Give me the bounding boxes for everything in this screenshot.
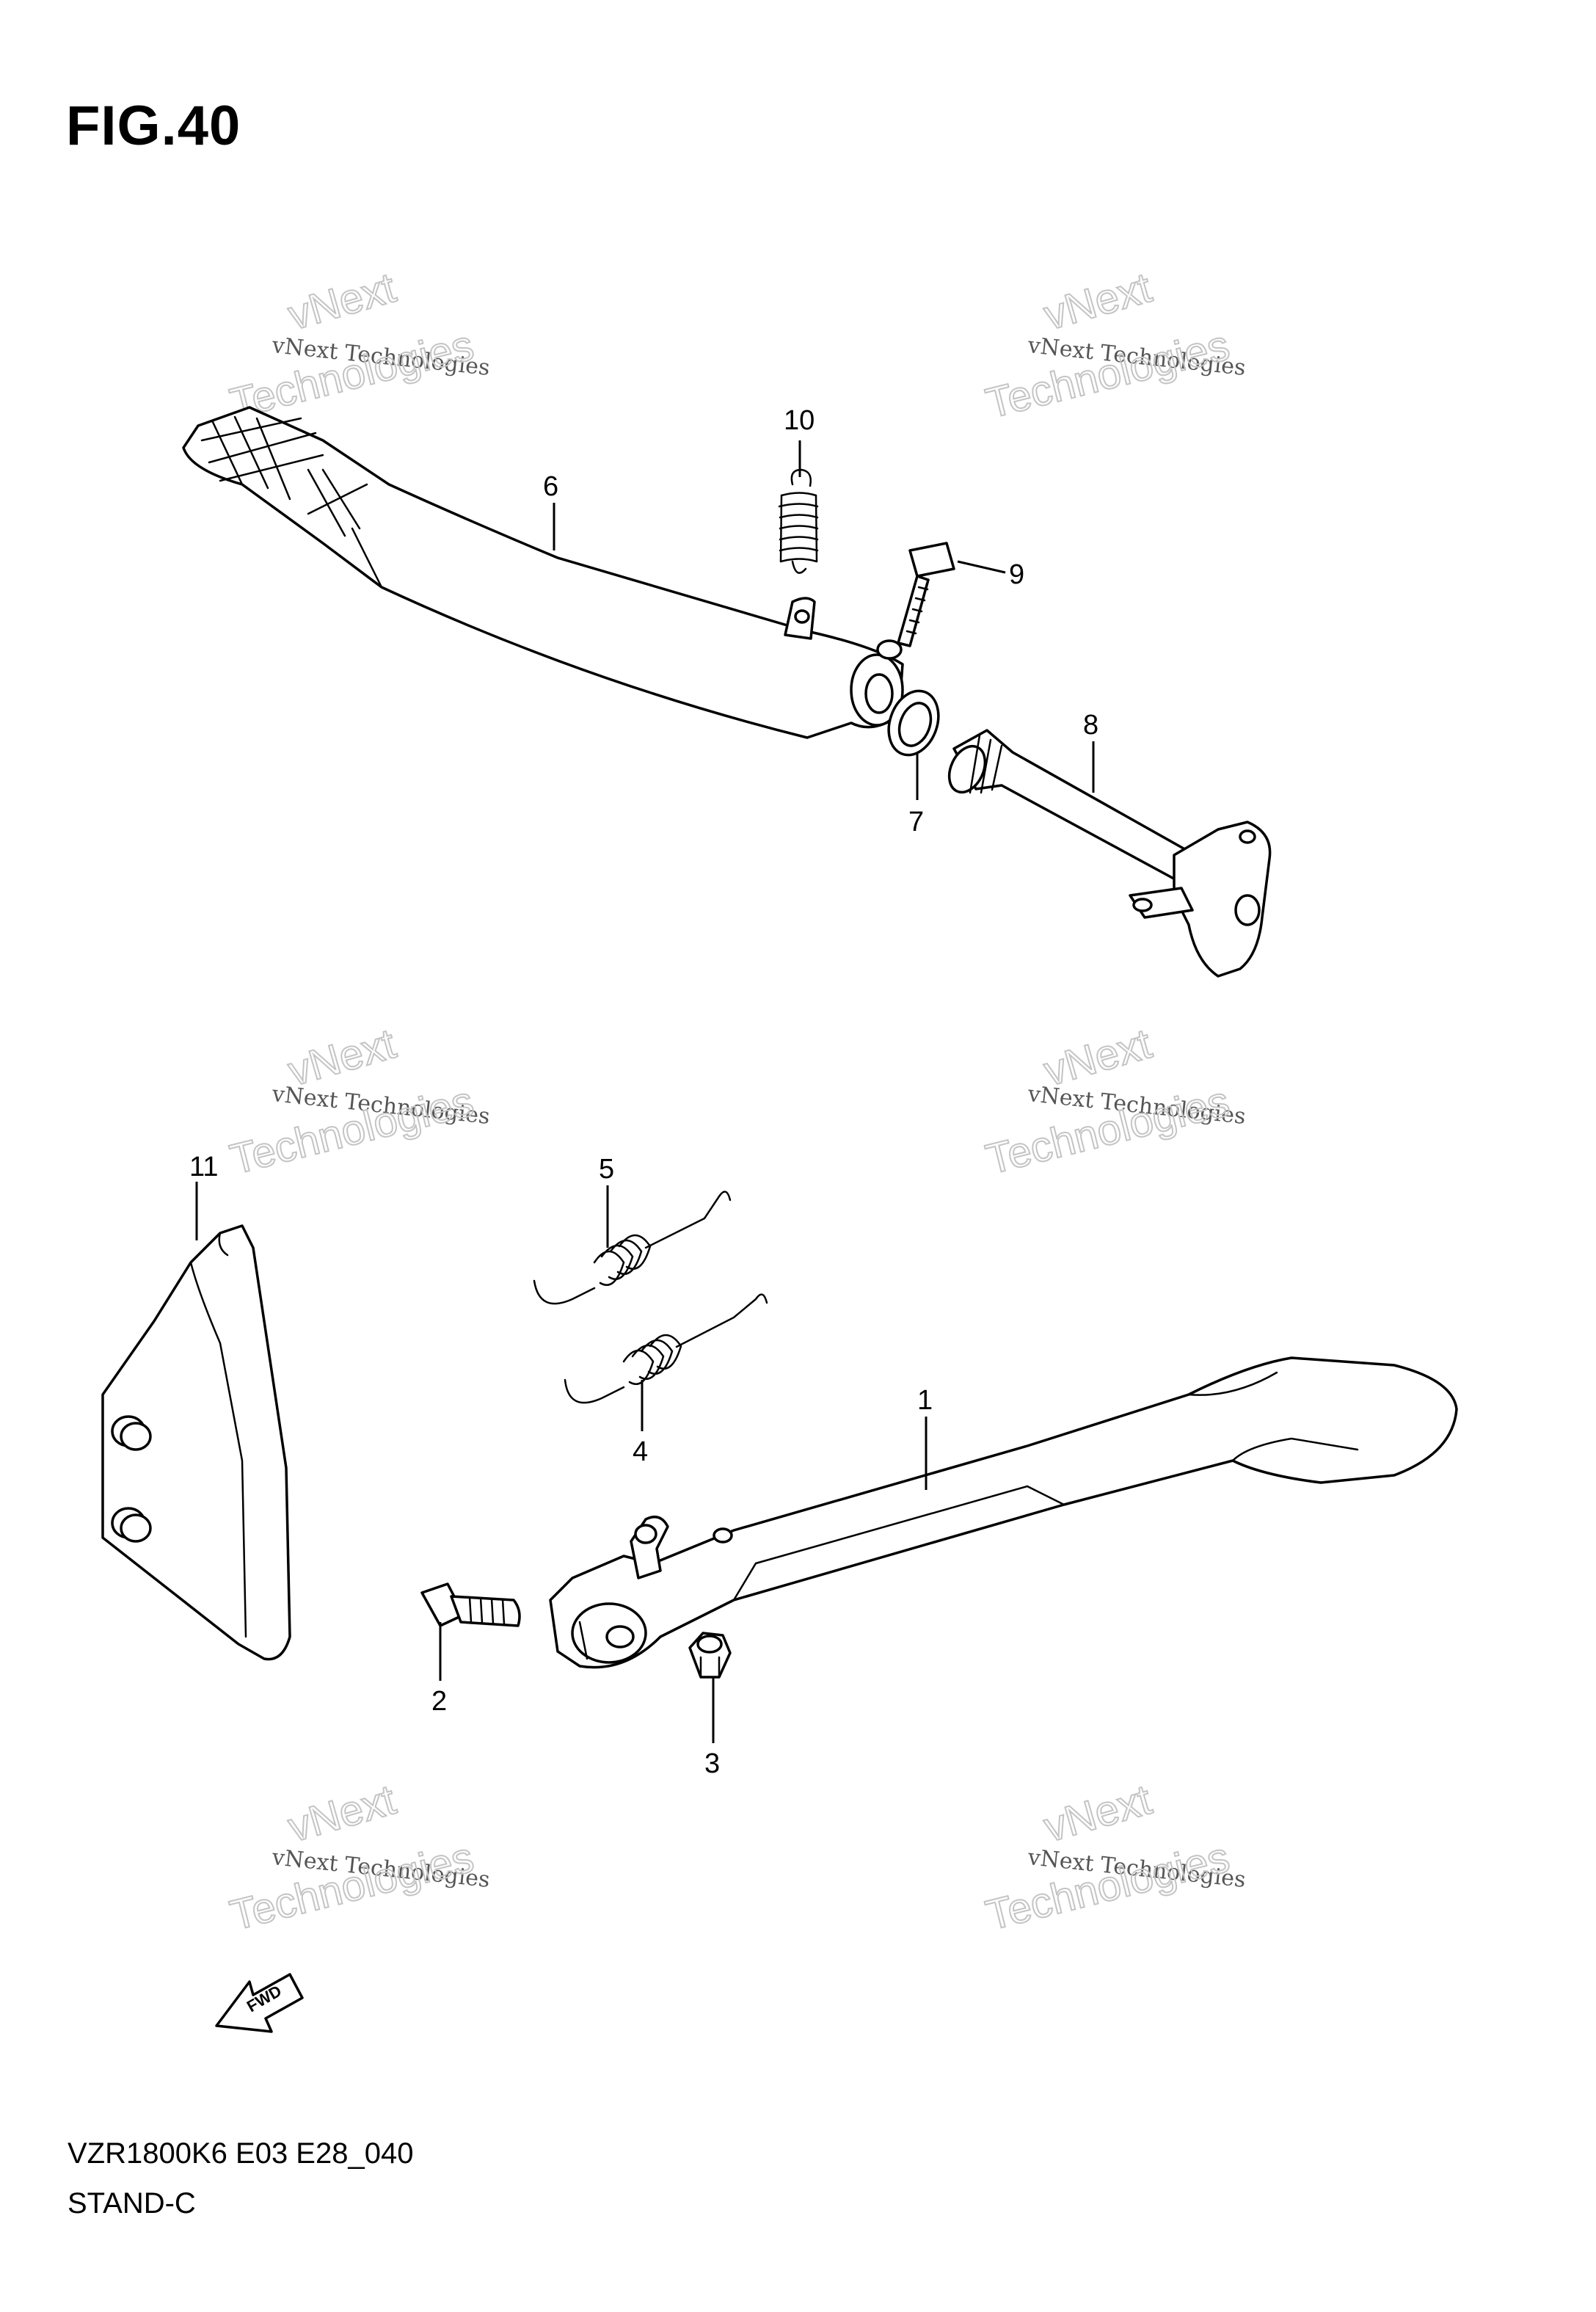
part-7-washer xyxy=(887,689,940,757)
svg-text:vNext: vNext xyxy=(283,1775,401,1851)
section-name: STAND-C xyxy=(68,2187,196,2220)
part-11-bracket-cover xyxy=(101,1224,291,1661)
part-1-side-stand xyxy=(549,1356,1458,1669)
svg-text:Technologies: Technologies xyxy=(225,1833,478,1940)
fwd-direction-arrow: FWD xyxy=(215,1973,304,2033)
callout-3: 3 xyxy=(704,1748,720,1779)
part-3-nut xyxy=(688,1632,732,1679)
figure-title: FIG.40 xyxy=(66,95,241,157)
callout-6: 6 xyxy=(543,471,558,502)
part-6-side-stand-bar xyxy=(182,406,904,739)
part-2-pivot-bolt xyxy=(420,1582,521,1627)
part-4-spring xyxy=(564,1293,768,1404)
svg-text:vNext: vNext xyxy=(1039,263,1156,339)
callout-10: 10 xyxy=(784,405,815,436)
watermark-top-right: vNext vNext Technologies Technologies xyxy=(980,263,1247,428)
callout-11: 11 xyxy=(189,1152,218,1182)
watermark-top-left: vNext vNext Technologies Technologies xyxy=(225,263,491,428)
callout-8: 8 xyxy=(1083,710,1098,741)
callout-numbers: 10 6 9 8 7 11 5 4 1 2 3 xyxy=(189,405,1098,1779)
leader-lines xyxy=(195,440,1095,1743)
watermark-bottom-right: vNext vNext Technologies Technologies xyxy=(980,1775,1247,1940)
part-5-spring xyxy=(533,1190,732,1305)
watermark-mid-right: vNext vNext Technologies Technologies xyxy=(980,1019,1247,1184)
part-10-spring xyxy=(778,468,819,574)
watermark-bottom-left: vNext vNext Technologies Technologies xyxy=(225,1775,491,1940)
svg-text:Technologies: Technologies xyxy=(225,321,478,428)
callout-7: 7 xyxy=(908,807,924,837)
callout-4: 4 xyxy=(633,1436,648,1467)
part-9-bolt xyxy=(897,542,955,647)
model-code: VZR1800K6 E03 E28_040 xyxy=(68,2137,414,2170)
watermark-mid-left: vNext vNext Technologies Technologies xyxy=(225,1019,491,1184)
svg-text:vNext: vNext xyxy=(1039,1775,1156,1851)
svg-text:Technologies: Technologies xyxy=(981,1833,1234,1940)
svg-text:Technologies: Technologies xyxy=(981,321,1234,428)
callout-9: 9 xyxy=(1009,559,1024,590)
callout-1: 1 xyxy=(917,1385,933,1416)
callout-2: 2 xyxy=(431,1686,447,1717)
part-8-stand-shaft xyxy=(947,729,1272,978)
callout-5: 5 xyxy=(599,1154,614,1185)
svg-text:vNext: vNext xyxy=(283,263,401,339)
